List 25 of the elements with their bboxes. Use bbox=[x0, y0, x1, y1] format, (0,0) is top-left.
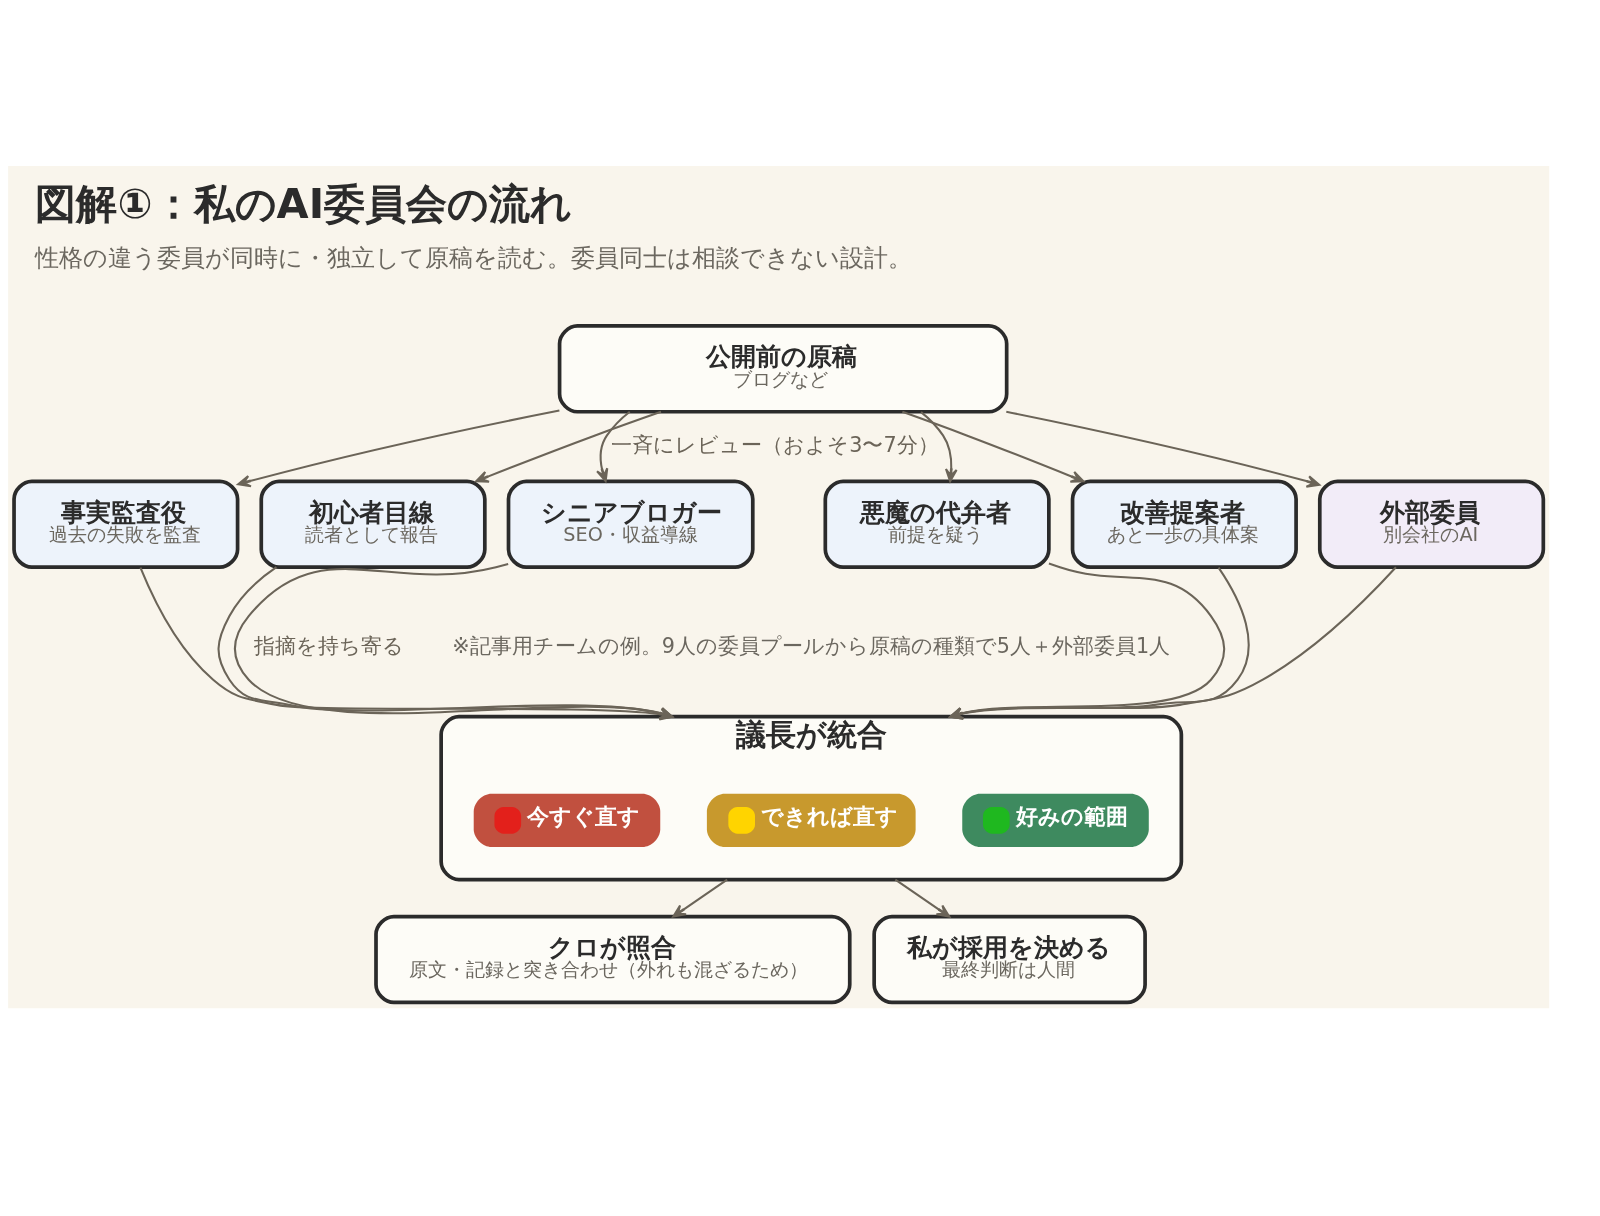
node-box: 私が採用を決める 最終判断は人間 bbox=[872, 914, 1147, 1004]
node-box: 初心者目線 読者として報告 bbox=[259, 478, 487, 569]
edge-label: 指摘を持ち寄る bbox=[254, 633, 405, 658]
arrow bbox=[475, 410, 662, 483]
node-box: 事実監査役 過去の失敗を監査 bbox=[12, 478, 240, 569]
node-box: 好みの範囲 bbox=[962, 793, 1149, 847]
arrow bbox=[920, 410, 958, 482]
node-box: クロが照合 原文・記録と突き合わせ（外れも混ざるため） bbox=[374, 914, 852, 1004]
arrow bbox=[902, 410, 1085, 483]
arrow bbox=[1006, 410, 1321, 488]
node-box: 公開前の原稿 ブログなど bbox=[557, 323, 1009, 414]
arrow bbox=[237, 409, 560, 487]
label: ※記事用チームの例。9人の委員プールから原稿の種類で5人＋外部委員1人 bbox=[452, 633, 1171, 658]
node-box: 外部委員 別会社のAI bbox=[1317, 478, 1546, 569]
node-box: 悪魔の代弁者 前提を疑う bbox=[823, 478, 1051, 569]
arrow bbox=[672, 878, 728, 918]
diagram-title: 図解①：私のAI委員会の流れ bbox=[35, 179, 573, 228]
node-box: 改善提案者 あと一歩の具体案 bbox=[1070, 478, 1298, 569]
edge-label: 一斉にレビュー（およそ3〜7分） bbox=[611, 432, 939, 457]
node-box: 今すぐ直す bbox=[473, 793, 661, 847]
arrow bbox=[894, 878, 951, 918]
caption: 性格の違う委員が同時に・独立して原稿を読む。委員同士は相談できない設計。 bbox=[35, 243, 913, 272]
node-box: できれば直す bbox=[706, 793, 916, 847]
arrow bbox=[596, 410, 631, 482]
node-box: シニアブロガー SEO・収益導線 bbox=[506, 478, 755, 569]
